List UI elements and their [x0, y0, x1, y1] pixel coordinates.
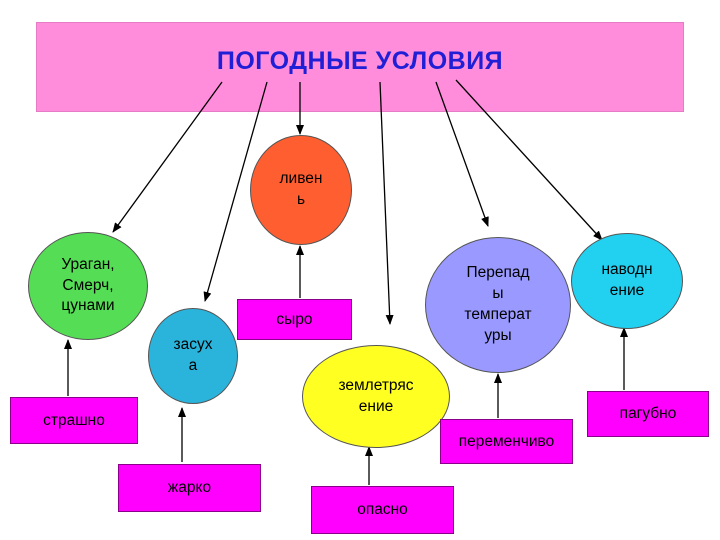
label-hurricane: страшно: [10, 397, 138, 444]
arrow-title-to-hurricane: [112, 81, 223, 233]
node-downpour: ливен ь: [250, 135, 352, 245]
arrow-title-to-temperature: [435, 81, 489, 227]
diagram-title: ПОГОДНЫЕ УСЛОВИЯ: [216, 47, 504, 75]
node-hurricane: Ураган, Смерч, цунами: [28, 232, 148, 340]
arrow-title-to-earthquake: [379, 81, 394, 325]
arrow-title-to-drought: [203, 81, 268, 302]
arrow-title-to-flood: [455, 79, 603, 241]
node-flood: наводн ение: [571, 233, 683, 329]
title-banner: [36, 22, 684, 112]
label-drought: жарко: [118, 464, 261, 512]
node-earthquake: землетряс ение: [302, 345, 450, 448]
label-earthquake: опасно: [311, 486, 454, 534]
label-temperature: переменчиво: [440, 419, 573, 464]
label-flood: пагубно: [587, 391, 709, 437]
node-drought: засух а: [148, 308, 238, 404]
node-temperature: Перепад ы температ уры: [425, 237, 571, 373]
label-downpour: сыро: [237, 299, 352, 340]
